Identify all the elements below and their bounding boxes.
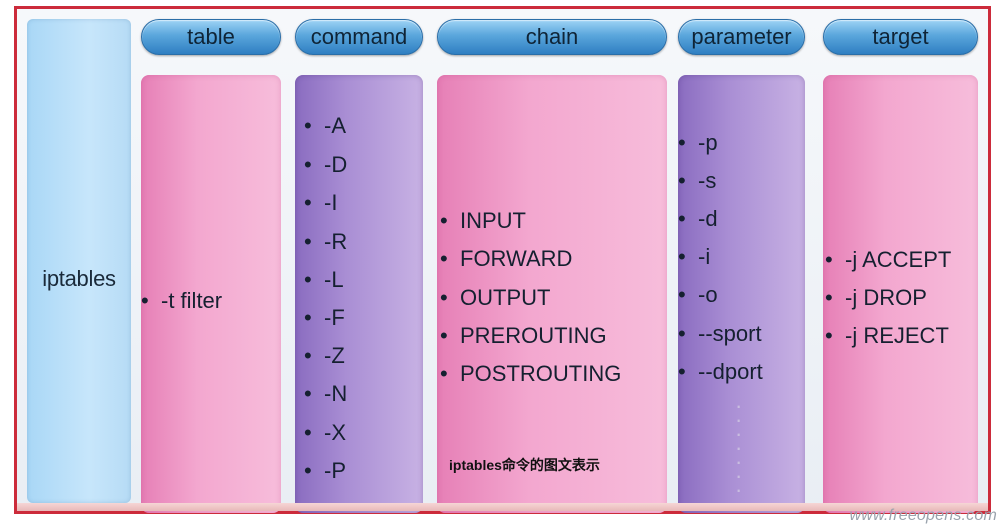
command-item: •-A xyxy=(304,113,346,138)
watermark: www.freeopens.com xyxy=(849,507,997,524)
table-item: •-t filter xyxy=(141,288,223,313)
chain-item: •OUTPUT xyxy=(440,285,551,310)
parameter-item: •-i xyxy=(678,244,711,269)
target-item: •-j REJECT xyxy=(825,323,949,348)
parameter-item: •-d xyxy=(678,206,718,231)
command-item: •-N xyxy=(304,381,348,406)
command-item: •-R xyxy=(304,229,348,254)
header-table: table xyxy=(141,19,281,55)
header-target: target xyxy=(823,19,978,55)
ellipsis-dots-icon: ······· xyxy=(735,393,743,502)
diagram-frame: iptables table command chain parameter t… xyxy=(14,6,991,514)
parameter-item: •-o xyxy=(678,282,718,307)
parameter-item: •--dport xyxy=(678,359,763,384)
command-item: •-X xyxy=(304,420,346,445)
parameter-item: •--sport xyxy=(678,321,762,346)
panel-table: •-t filter xyxy=(141,75,281,513)
bottom-strip xyxy=(17,503,988,511)
chain-item: •FORWARD xyxy=(440,246,573,271)
target-item: •-j ACCEPT xyxy=(825,247,952,272)
chain-item: •INPUT xyxy=(440,208,526,233)
command-item: •-D xyxy=(304,152,348,177)
panel-target: •-j ACCEPT •-j DROP •-j REJECT xyxy=(823,75,978,513)
header-command: command xyxy=(295,19,423,55)
chain-item: •POSTROUTING xyxy=(440,361,622,386)
panel-parameter: •-p •-s •-d •-i •-o •--sport •--dport ··… xyxy=(678,75,805,513)
iptables-label: iptables xyxy=(42,266,116,291)
parameter-item: •-p xyxy=(678,130,718,155)
parameter-item: •-s xyxy=(678,168,717,193)
iptables-row-label-panel: iptables xyxy=(27,19,131,503)
command-item: •-P xyxy=(304,458,346,483)
bullet-glyph: • xyxy=(141,288,149,313)
panel-chain: •INPUT •FORWARD •OUTPUT •PREROUTING •POS… xyxy=(437,75,667,513)
chain-item: •PREROUTING xyxy=(440,323,607,348)
header-chain: chain xyxy=(437,19,667,55)
command-item: •-I xyxy=(304,190,338,215)
command-item: •-L xyxy=(304,267,344,292)
header-parameter: parameter xyxy=(678,19,805,55)
chain-caption: iptables命令的图文表示 xyxy=(449,457,600,473)
command-item: •-Z xyxy=(304,343,345,368)
command-item: •-F xyxy=(304,305,345,330)
panel-command: •-A •-D •-I •-R •-L •-F •-Z •-N •-X •-P xyxy=(295,75,423,513)
target-item: •-j DROP xyxy=(825,285,927,310)
